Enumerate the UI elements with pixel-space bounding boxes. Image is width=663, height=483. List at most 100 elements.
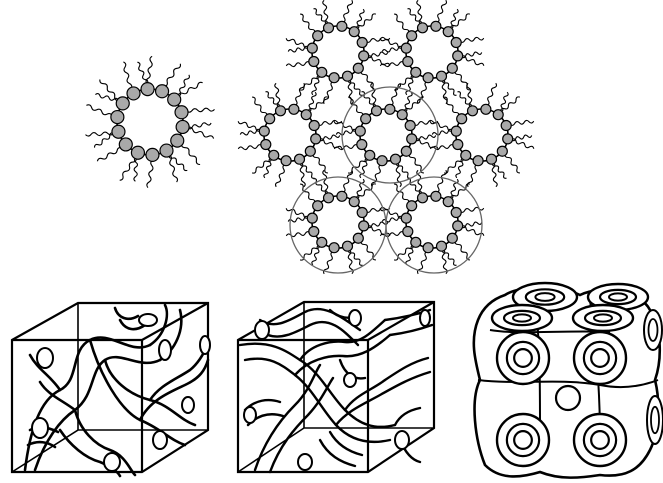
micelle-cluster-item-bead (337, 191, 347, 201)
micelle-cluster-item-bead (342, 71, 352, 81)
micelle-single-bead (119, 138, 132, 151)
micelle-cluster-item-bead (401, 43, 411, 53)
micelle-cluster-item-bead (397, 110, 407, 120)
micelle-cluster-item-bead (261, 139, 271, 149)
micelle-cluster-item-bead (411, 67, 421, 77)
micelle-cluster-item-bead (447, 233, 457, 243)
micelle-cluster-item-bead (324, 193, 334, 203)
micelle-cluster-item-bead (349, 27, 359, 37)
micelle-cluster-item-bead (503, 134, 513, 144)
lattice-side-node (644, 310, 662, 350)
micelle-cluster-item-bead (349, 197, 359, 207)
micelle-single-bead (112, 125, 125, 138)
cube-1-openings (32, 314, 210, 471)
lattice-top-cap (573, 305, 633, 331)
micelle-cluster-item-bead (453, 51, 463, 61)
bicontinuous-cube-1 (12, 303, 210, 476)
lattice-top-cap-outer (573, 305, 633, 331)
micelle-cluster-item-bead (309, 56, 319, 66)
micelle-cluster-item-bead (357, 139, 367, 149)
micelle-cluster-item-bead (403, 56, 413, 66)
micelle-cluster-item-bead (324, 23, 334, 33)
lattice-node-outer (497, 332, 549, 384)
micelle-cluster-item-bead (401, 146, 411, 156)
micelle-cluster-item-bead (453, 221, 463, 231)
micelle-single-bead (127, 87, 140, 100)
micelle-cluster-item-bead (353, 63, 363, 73)
micelle-cluster-item-bead (359, 51, 369, 61)
micelle-cluster-item-bead (468, 106, 478, 116)
micelle-single-bead (131, 146, 144, 159)
micelle-cluster-item-bead (317, 237, 327, 247)
micelle-cluster-item-bead (411, 237, 421, 247)
lattice-junction (556, 386, 580, 410)
micelle-cluster-item-bead (265, 114, 275, 124)
micelle-single-bead (141, 83, 154, 96)
micelle-cluster-item-bead (436, 241, 446, 251)
micelle-cluster-item-bead (294, 154, 304, 164)
lattice-node (497, 414, 549, 466)
micelle-cluster-item-bead (443, 27, 453, 37)
micelle-cluster-item-bead (486, 154, 496, 164)
micelle-single-tails (86, 56, 215, 187)
micelle-cluster-item-bead (407, 134, 417, 144)
micelle-cluster-item-bead (418, 193, 428, 203)
micelle-cluster-item-bead (342, 241, 352, 251)
micelle-cluster (238, 0, 534, 274)
micelle-single-bead (146, 148, 159, 161)
micelle-cluster-item-bead (401, 213, 411, 223)
cube-1-network (25, 305, 208, 476)
micelle-cluster-item-bead (276, 106, 286, 116)
bicontinuous-cube-2 (238, 302, 434, 472)
micelle-cluster-item-bead (493, 110, 503, 120)
micelle-cluster-item-bead (309, 226, 319, 236)
single-micelle (86, 56, 215, 187)
micelle-cluster-item-bead (357, 208, 367, 218)
micelle-cluster-item-bead (423, 73, 433, 83)
micelle-single-bead (116, 97, 129, 110)
micelle-cluster-item-bead (305, 146, 315, 156)
micelle-cluster-item-bead (259, 126, 269, 136)
micelle-cluster-item-bead (403, 226, 413, 236)
micelle-cluster-item-bead (337, 21, 347, 31)
micelle-cluster-item-bead (407, 31, 417, 41)
micelle-cluster-item-bead (359, 221, 369, 231)
micelle-cluster-item-bead (269, 150, 279, 160)
micelle-cluster-item-bead (311, 134, 321, 144)
micelle-single-bead (168, 93, 181, 106)
micelle-cluster-item-bead (453, 139, 463, 149)
micelle-cluster-item-bead (501, 121, 511, 131)
micelle-cluster-item-bead (405, 121, 415, 131)
lattice-node (574, 332, 626, 384)
micelle-cluster-item-bead (423, 243, 433, 253)
micelle-cluster-item-bead (289, 104, 299, 114)
lattice-top-cap-outer (492, 305, 552, 331)
micelle-cluster-item-bead (457, 114, 467, 124)
micelle-cluster-item-bead (473, 156, 483, 166)
micelle-cluster-item-bead (443, 197, 453, 207)
micelle-cluster-item-bead (447, 63, 457, 73)
lattice-node (497, 332, 549, 384)
micelle-cluster-item-bead (377, 156, 387, 166)
micelle-cluster-item-bead (385, 104, 395, 114)
micelle-cluster-item-bead (390, 154, 400, 164)
micelle-cluster-item-bead (372, 106, 382, 116)
micelle-cluster-item-bead (307, 43, 317, 53)
lattice-node-outer (574, 414, 626, 466)
cylinder-lattice (474, 283, 663, 478)
micelle-cluster-item-bead (353, 233, 363, 243)
lattice-node (574, 414, 626, 466)
lattice-node-outer (497, 414, 549, 466)
micelle-cluster-item (286, 170, 390, 274)
micelle-cluster-item-bead (361, 114, 371, 124)
micelle-cluster-item-bead (357, 38, 367, 48)
micelle-cluster-item-bead (365, 150, 375, 160)
micelle-cluster-item-bead (407, 201, 417, 211)
micelle-cluster-item-bead (355, 126, 365, 136)
micelle-cluster-item-bead (451, 208, 461, 218)
micelle-cluster-item-bead (317, 67, 327, 77)
micelle-single-bead (160, 144, 173, 157)
micelle-single-bead (176, 120, 189, 133)
